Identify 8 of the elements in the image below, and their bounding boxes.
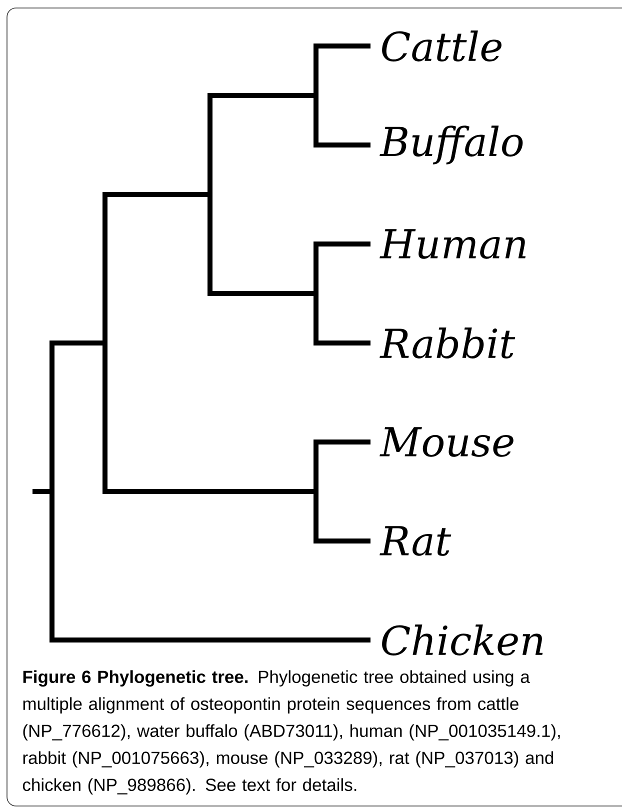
species-label: Mouse (380, 427, 514, 457)
caption: Figure 6 Phylogenetic tree. Phylogenetic tree obtained using a multiple alignment of osteopontin protein sequences from cattle (NP_776612), water buffalo (ABD73011), human (NP_001035149.1), rabbit (NP_001075663), mouse (NP_033289), rat (NP_037013) and chicken (NP_989866). See text for details. (22, 670, 560, 794)
species-label: Rabbit (380, 328, 516, 358)
species-label: Rat (380, 526, 452, 556)
species-label: Chicken (382, 624, 543, 656)
species-label: Human (380, 229, 526, 259)
species-label: Buffalo (380, 126, 523, 164)
species-label: Cattle (382, 30, 502, 62)
